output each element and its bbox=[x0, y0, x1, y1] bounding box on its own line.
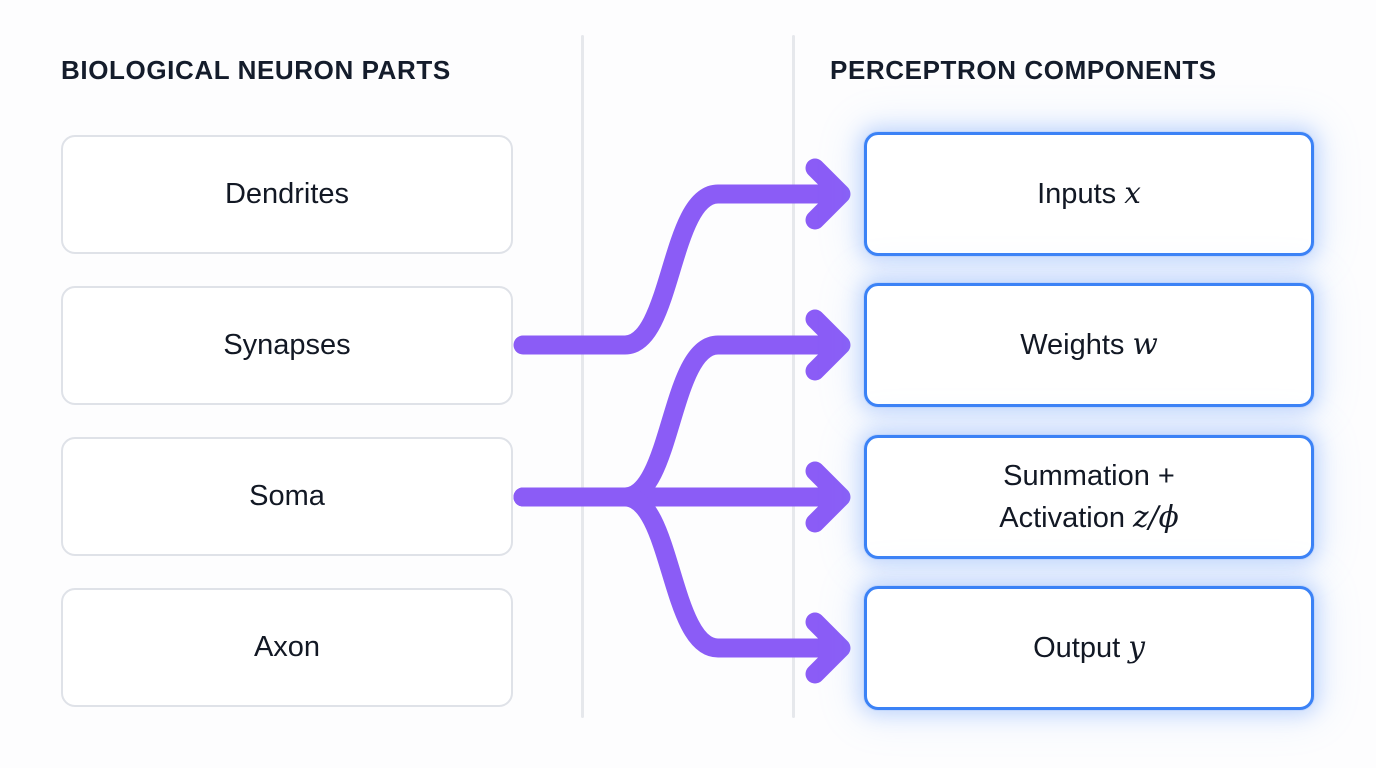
perceptron-card-label: Summation + Activation z/ϕ bbox=[999, 456, 1179, 537]
bio-card-soma[interactable]: Soma bbox=[61, 437, 513, 556]
perceptron-card-summation[interactable]: Summation + Activation z/ϕ bbox=[864, 435, 1314, 559]
perceptron-card-inputs[interactable]: Inputs x bbox=[864, 132, 1314, 256]
perceptron-card-weights[interactable]: Weights w bbox=[864, 283, 1314, 407]
bio-card-axon[interactable]: Axon bbox=[61, 588, 513, 707]
bio-card-synapses[interactable]: Synapses bbox=[61, 286, 513, 405]
perceptron-card-label: Output y bbox=[1033, 627, 1145, 668]
perceptron-card-label: Inputs x bbox=[1037, 173, 1141, 214]
bio-card-dendrites[interactable]: Dendrites bbox=[61, 135, 513, 254]
perceptron-card-symbol: x bbox=[1124, 176, 1141, 211]
perceptron-card-output[interactable]: Output y bbox=[864, 586, 1314, 710]
perceptron-card-text: Weights bbox=[1020, 329, 1125, 362]
perceptron-card-symbol: z/ϕ bbox=[1133, 499, 1179, 534]
bio-card-label: Soma bbox=[249, 480, 325, 513]
perceptron-card-label: Weights w bbox=[1020, 324, 1158, 365]
divider-right bbox=[792, 35, 795, 718]
perceptron-card-text-line1: Summation + bbox=[1003, 460, 1175, 493]
perceptron-card-text-line2: Activation bbox=[999, 501, 1125, 534]
bio-card-label: Dendrites bbox=[224, 178, 350, 211]
bio-card-label: Axon bbox=[253, 631, 321, 664]
column-heading-biological: BIOLOGICAL NEURON PARTS bbox=[61, 55, 451, 85]
divider-left bbox=[581, 35, 584, 718]
column-heading-perceptron: PERCEPTRON COMPONENTS bbox=[830, 55, 1217, 85]
perceptron-card-symbol: y bbox=[1128, 630, 1145, 665]
bio-card-label: Synapses bbox=[223, 329, 351, 362]
perceptron-card-text: Inputs bbox=[1037, 178, 1117, 211]
perceptron-card-symbol: w bbox=[1132, 327, 1158, 362]
perceptron-card-text: Output bbox=[1033, 632, 1121, 665]
